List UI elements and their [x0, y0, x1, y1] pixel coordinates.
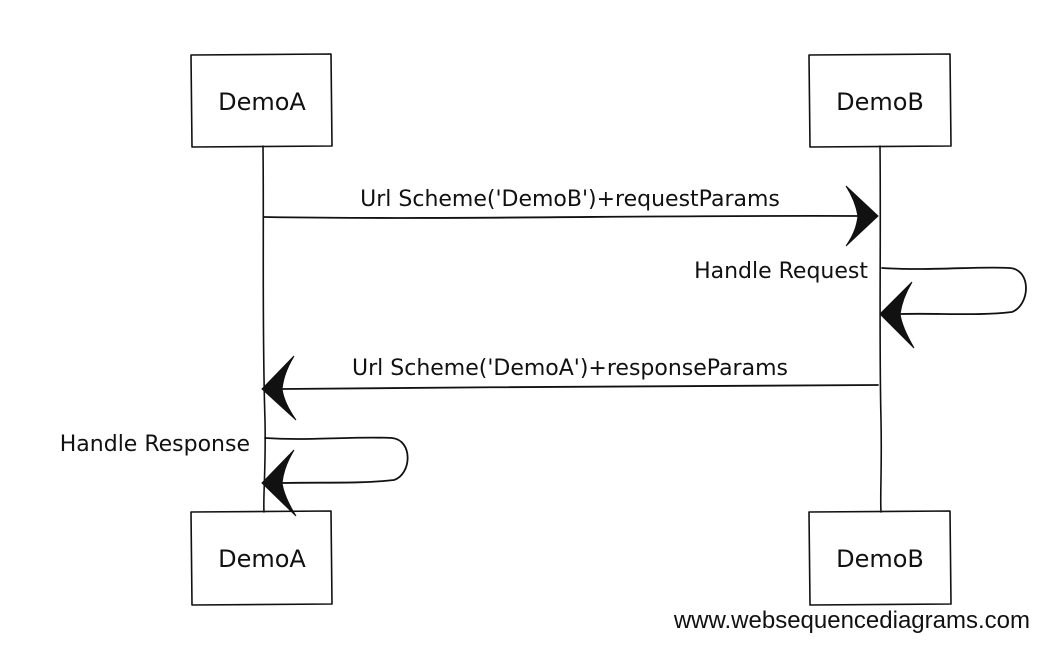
participant-box-demob-top[interactable]: DemoB — [808, 53, 952, 148]
message-response-line — [281, 384, 879, 390]
message-request: Url Scheme('DemoB')+requestParams — [263, 185, 879, 247]
participant-label-demoa-bottom: DemoA — [218, 545, 306, 573]
message-request-label: Url Scheme('DemoB')+requestParams — [360, 187, 780, 212]
participant-label-demoa-top: DemoA — [218, 88, 306, 116]
participant-box-demoa-bottom[interactable]: DemoA — [190, 510, 333, 606]
participant-label-demob-bottom: DemoB — [836, 545, 924, 573]
message-response: Url Scheme('DemoA')+responseParams — [261, 355, 879, 421]
message-response-label: Url Scheme('DemoA')+responseParams — [352, 356, 788, 381]
participant-box-demob-bottom[interactable]: DemoB — [808, 510, 952, 606]
message-handle-response: Handle Response — [60, 432, 409, 517]
participant-box-demoa-top[interactable]: DemoA — [190, 53, 333, 148]
message-handle-response-line — [264, 436, 409, 484]
message-handle-request-label: Handle Request — [694, 259, 868, 284]
message-response-arrowhead — [261, 355, 297, 421]
message-handle-request-arrowhead — [879, 281, 915, 349]
lifeline-demoa — [262, 145, 266, 513]
message-handle-request-line — [881, 266, 1027, 316]
message-handle-request: Handle Request — [694, 259, 1027, 349]
credit-text: www.websequencediagrams.com — [673, 607, 1030, 634]
message-handle-response-label: Handle Response — [60, 432, 250, 457]
lifeline-demob — [879, 145, 883, 513]
participant-label-demob-top: DemoB — [836, 88, 924, 116]
message-handle-response-arrowhead — [261, 449, 297, 517]
message-request-line — [263, 214, 863, 219]
message-request-arrowhead — [845, 185, 879, 247]
